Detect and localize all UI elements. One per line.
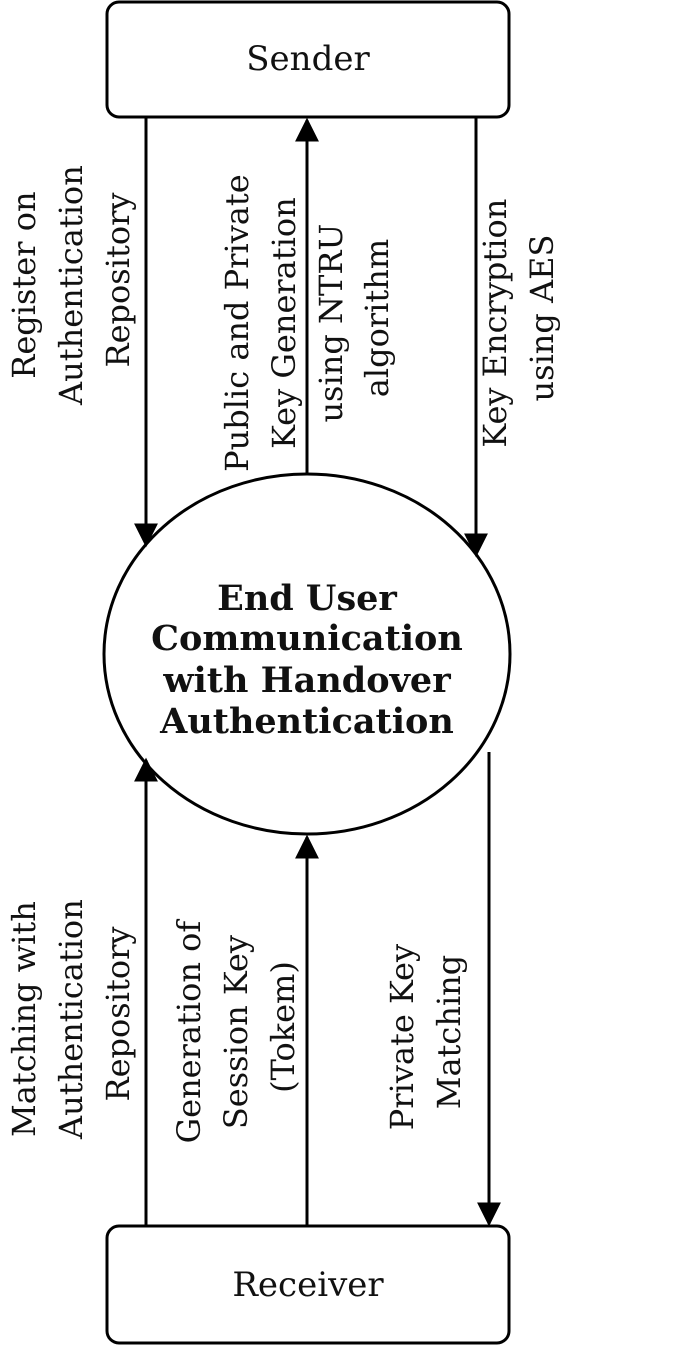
register-label: Register on Authentication Repository	[5, 155, 137, 406]
keygen-label: Public and Private Key Generation using …	[218, 164, 396, 472]
session-label-line: (Tokem)	[264, 961, 302, 1093]
matching-label: Matching with Authentication Repository	[5, 889, 137, 1140]
matching-label-line: Matching with	[5, 901, 43, 1137]
process-label-line-2: Communication	[151, 618, 463, 659]
privatekey-label-line: Matching	[430, 955, 468, 1110]
keygen-label-line: algorithm	[358, 239, 396, 397]
keygen-label-line: Key Generation	[265, 197, 303, 449]
receiver-label: Receiver	[232, 1265, 384, 1305]
process-label-line-1: End User	[217, 578, 397, 619]
receiver-box: Receiver	[105, 1224, 511, 1345]
matching-label-line: Repository	[99, 927, 137, 1102]
process-label-line-4: Authentication	[159, 701, 454, 742]
process-circle: End User Communication with Handover Aut…	[102, 472, 512, 836]
encrypt-label: Key Encryption using AES	[476, 188, 561, 447]
keygen-label-line: using NTRU	[312, 224, 350, 423]
sender-label: Sender	[246, 39, 370, 79]
register-label-line: Authentication	[52, 165, 90, 406]
register-label-line: Register on	[5, 191, 43, 378]
encrypt-label-line: Key Encryption	[476, 199, 514, 448]
sender-box: Sender	[105, 0, 511, 119]
privatekey-label-line: Private Key	[383, 944, 421, 1130]
matching-label-line: Authentication	[52, 899, 90, 1140]
keygen-label-line: Public and Private	[218, 174, 256, 472]
session-label: Generation of Session Key (Tokem)	[170, 911, 302, 1144]
session-label-line: Session Key	[217, 935, 255, 1129]
session-label-line: Generation of	[170, 919, 208, 1144]
register-label-line: Repository	[99, 193, 137, 368]
privatekey-label: Private Key Matching	[383, 934, 468, 1130]
encrypt-label-line: using AES	[523, 235, 561, 402]
process-label-line-3: with Handover	[162, 660, 451, 701]
